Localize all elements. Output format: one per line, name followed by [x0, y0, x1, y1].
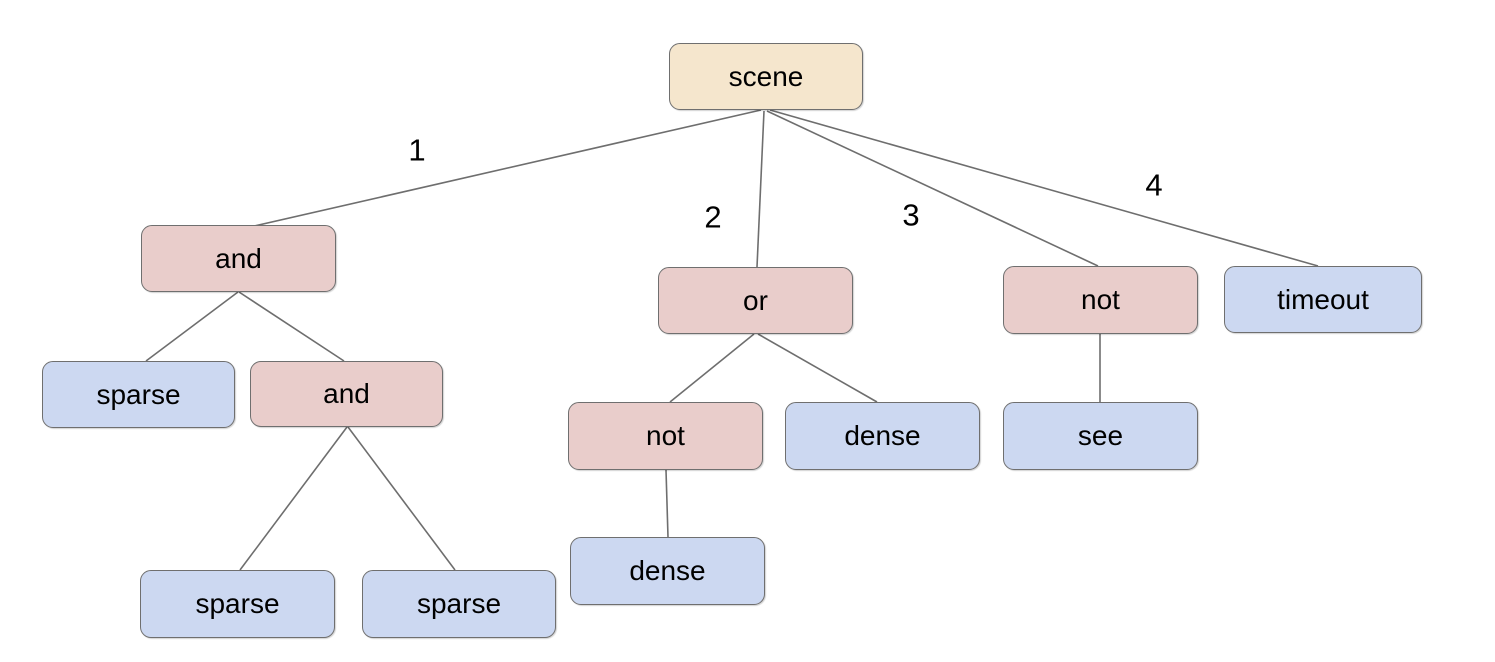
- node-scene: scene: [669, 43, 863, 110]
- edge-scene-and: [249, 109, 762, 228]
- node-dense-2: dense: [570, 537, 765, 605]
- edge-and-sparse: [145, 291, 239, 362]
- edge-label-4: 4: [1145, 167, 1163, 203]
- node-not-2: not: [568, 402, 763, 470]
- node-sparse-3: sparse: [362, 570, 556, 638]
- edge-scene-not: [766, 110, 1099, 267]
- edge-scene-timeout: [769, 109, 1319, 267]
- edge-and2-sparse-left: [239, 426, 348, 571]
- edge-or-dense: [757, 333, 878, 403]
- edge-and2-sparse-right: [347, 426, 456, 571]
- node-or: or: [658, 267, 853, 334]
- node-and-1: and: [141, 225, 336, 292]
- edge-not2-dense: [665, 469, 669, 538]
- node-see: see: [1003, 402, 1198, 470]
- node-and-2: and: [250, 361, 443, 427]
- edge-label-3: 3: [902, 197, 920, 233]
- edge-and-and: [238, 291, 345, 362]
- edge-label-2: 2: [704, 199, 722, 235]
- edge-label-1: 1: [408, 132, 426, 168]
- node-timeout: timeout: [1224, 266, 1422, 333]
- node-sparse-1: sparse: [42, 361, 235, 428]
- node-sparse-2: sparse: [140, 570, 335, 638]
- edge-or-not: [669, 333, 755, 403]
- edge-scene-or: [756, 110, 765, 268]
- node-not-1: not: [1003, 266, 1198, 334]
- node-dense-1: dense: [785, 402, 980, 470]
